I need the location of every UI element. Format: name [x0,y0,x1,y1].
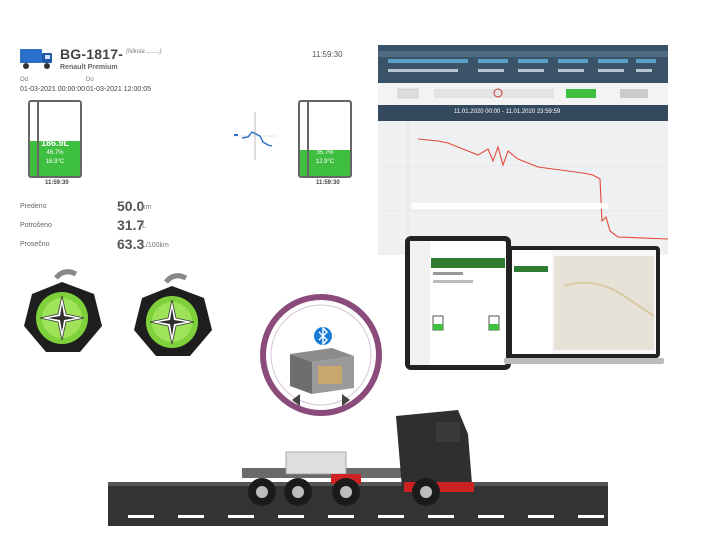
tank-volume: 186.9L [40,138,70,148]
monitoring-screen: 11.01.2020 00:00 - 11.01.2020 23:59:59 [378,45,668,255]
to-label: Do [86,77,94,83]
fuel-sensor-left [24,269,102,352]
fuel-history-chart [378,121,668,255]
tank-gauge-needle [307,102,309,176]
tank-volume: 142.7L [310,138,340,148]
tank-percent: 46.7% [46,150,64,156]
tank-time: 11:59:30 [45,180,69,186]
chart-date-range: 11.01.2020 00:00 - 11.01.2020 23:59:59 [454,109,561,115]
vehicle-model: Renault Premium [60,64,118,71]
stat-value-distance: 50.0 [117,198,145,214]
tank-percent: 35.7% [316,150,334,156]
fuel-sensor-right [134,273,212,356]
fuel-tank-left: 186.9L 46.7% 16.9°C [28,100,82,178]
tank-gauge-needle [37,102,39,176]
chart-title-bar: 11.01.2020 00:00 - 11.01.2020 23:59:59 [378,105,668,121]
stat-label-average: Prosečno [20,241,50,248]
truck-icon [20,49,52,69]
stat-unit-distance: km [142,204,152,211]
from-label: Od [20,77,29,83]
screen-toolbar [378,83,668,105]
tank-temperature: 12.9°C [315,159,335,165]
mini-trend-chart [234,112,276,160]
truck-illustration [242,410,474,506]
stat-label-distance: Predeno [20,203,47,210]
tank-temperature: 16.9°C [45,159,65,165]
fuel-tank-3d [290,348,354,394]
fuel-tank-right: 142.7L 35.7% 12.9°C [298,100,352,178]
tank-time: 11:59:30 [316,180,340,186]
from-value: 01-03-2021 00:00:00 [20,86,85,93]
laptop-device [504,246,664,366]
to-value: 01-03-2021 12:00:05 [86,86,151,93]
driver-name: (Nikola ........) [126,49,162,55]
stat-value-average: 63.3 [117,236,145,252]
stat-label-consumed: Potrošeno [20,222,52,229]
vehicle-plate: BG-1817- [60,46,124,62]
fuel-level-line [417,138,668,240]
stat-unit-consumed: L [142,223,146,230]
tablet-device [405,236,511,370]
vehicle-header: BG-1817- Renault Premium (Nikola .......… [0,0,360,80]
screen-table-header [378,45,668,83]
bluetooth-icon [314,326,332,346]
stat-unit-average: L/100km [142,242,169,249]
stat-value-consumed: 31.7 [117,217,145,233]
current-time: 11:59:30 [312,50,343,59]
sensor-tank-ring [260,294,382,416]
